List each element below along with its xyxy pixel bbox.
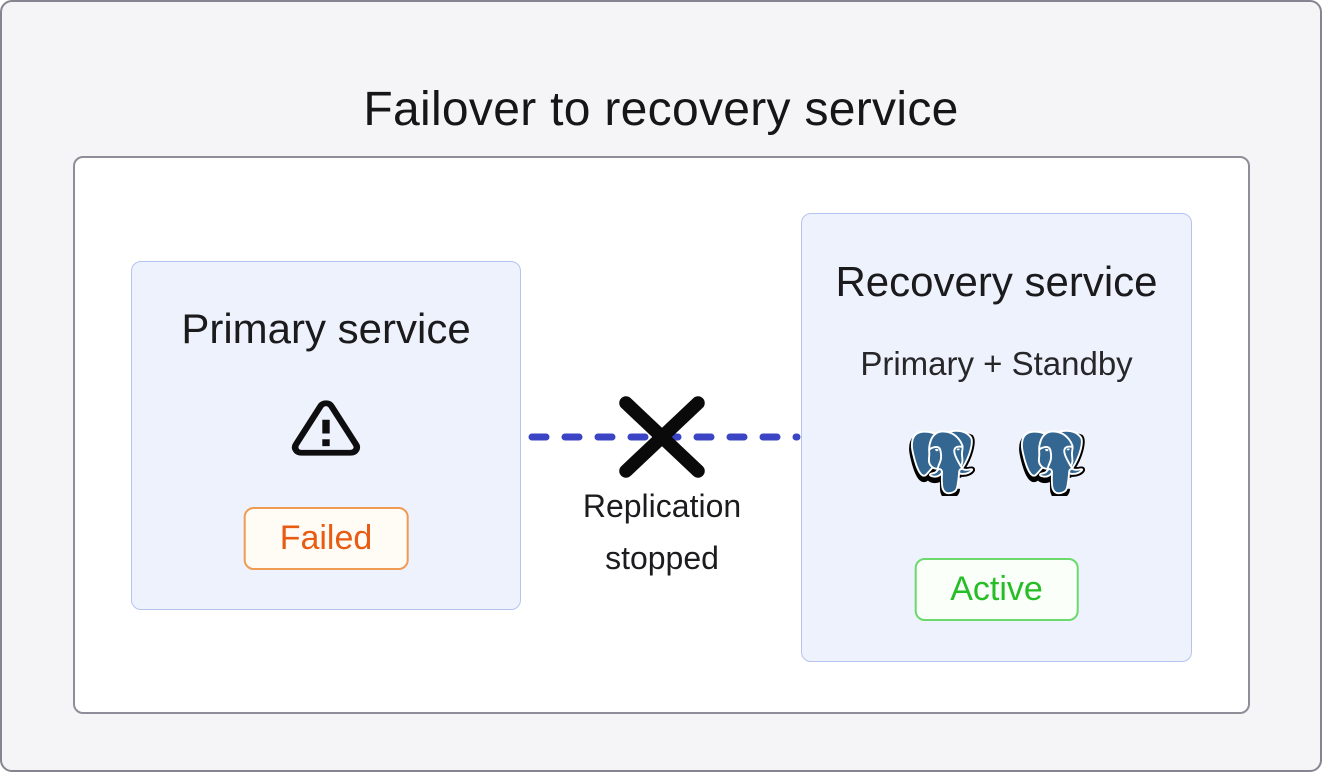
postgresql-elephant-icon bbox=[909, 428, 975, 496]
warning-triangle-icon bbox=[132, 395, 520, 461]
failed-status-badge: Failed bbox=[243, 507, 409, 570]
replication-connection: Replication stopped bbox=[521, 396, 803, 642]
recovery-card-subtitle: Primary + Standby bbox=[860, 345, 1133, 382]
postgresql-elephant-icon bbox=[1019, 428, 1085, 496]
primary-card-title: Primary service bbox=[181, 305, 471, 352]
diagram-panel: Primary service Failed Replication stopp… bbox=[73, 156, 1250, 714]
database-icon-row bbox=[802, 428, 1191, 496]
recovery-card-title: Recovery service bbox=[835, 258, 1158, 305]
primary-service-card: Primary service Failed bbox=[131, 261, 521, 610]
page-title: Failover to recovery service bbox=[363, 83, 959, 137]
replication-status-label: Replication stopped bbox=[582, 488, 742, 576]
recovery-service-card: Recovery service Primary + Standby Activ… bbox=[801, 213, 1192, 662]
active-status-badge: Active bbox=[914, 558, 1079, 621]
broken-x-icon bbox=[619, 396, 705, 478]
